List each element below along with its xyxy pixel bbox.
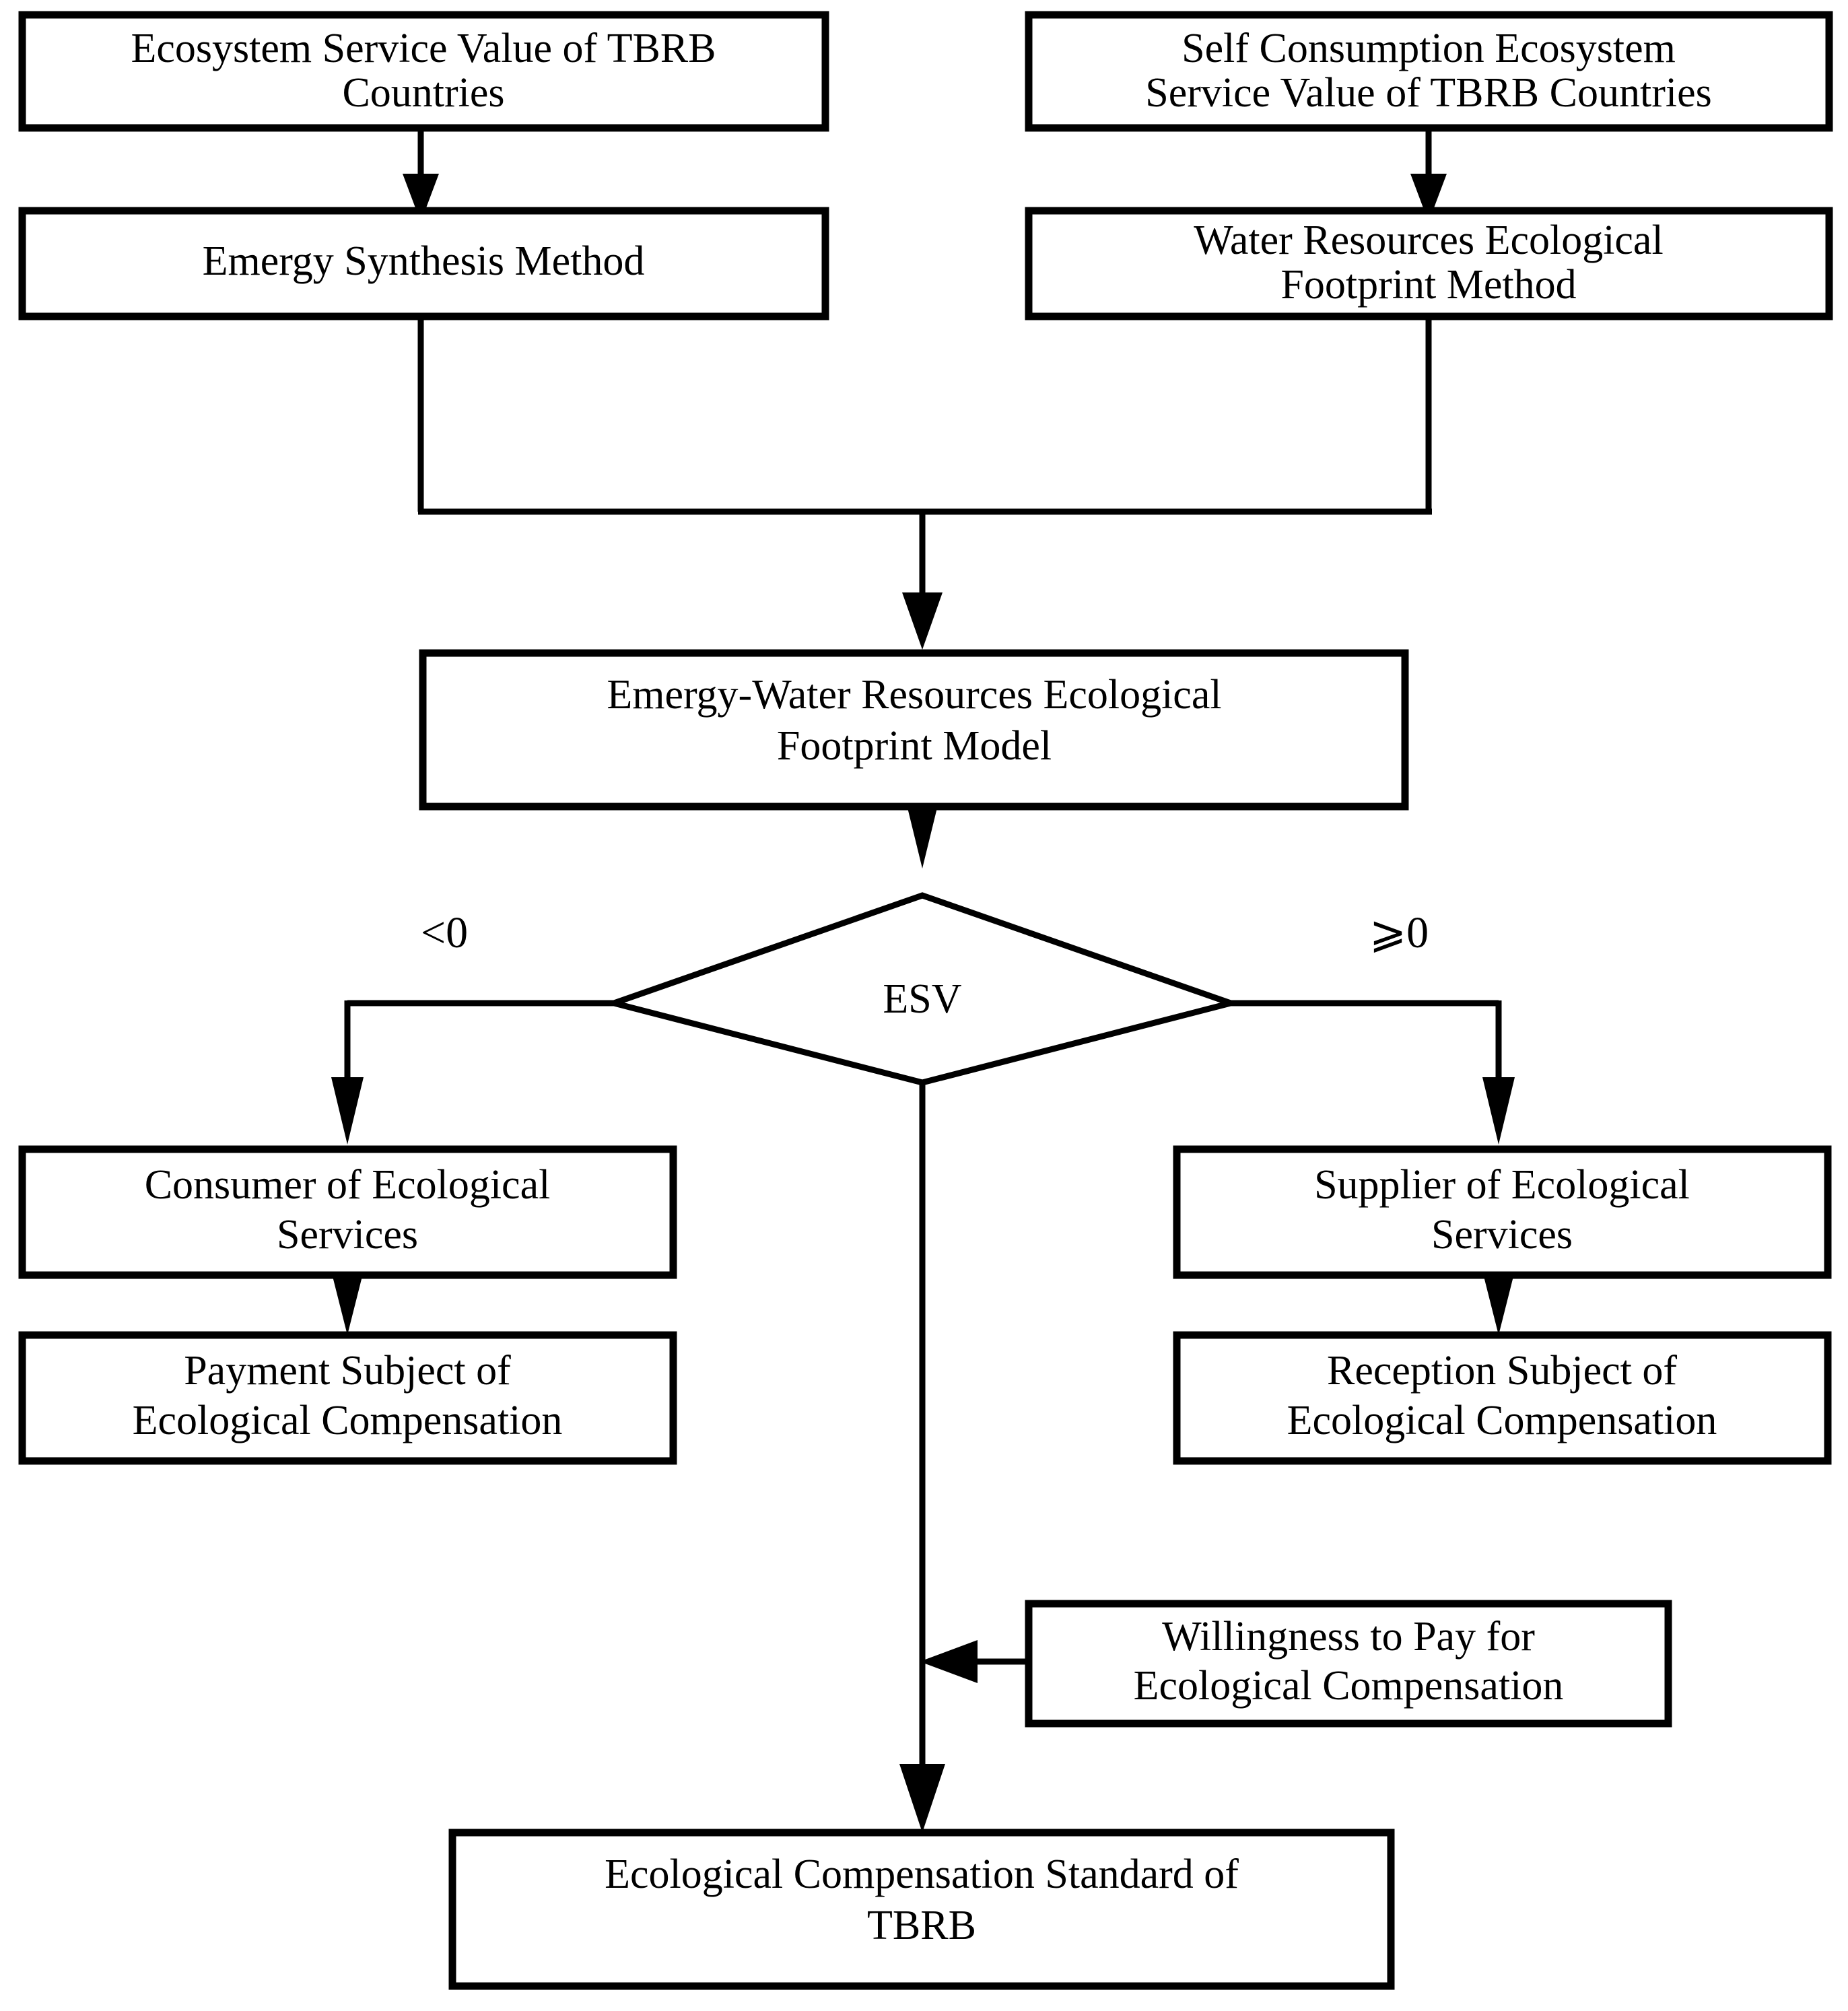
node-label-line: Emergy-Water Resources Ecological — [607, 672, 1221, 718]
node-label-line: Service Value of TBRB Countries — [1145, 70, 1712, 116]
connector-supplier-to-reception — [1482, 1271, 1515, 1335]
node-label-line: Footprint Model — [777, 723, 1052, 769]
node-label-line: Ecosystem Service Value of TBRB — [131, 26, 716, 71]
node-emergy-synthesis-method[interactable]: Emergy Synthesis Method — [18, 207, 829, 320]
connector-model-to-decision — [908, 807, 937, 868]
node-ecological-compensation-standard[interactable]: Ecological Compensation Standard of TBRB — [448, 1829, 1395, 1990]
connector-esv-to-emergy — [403, 128, 439, 222]
connector-consumer-to-payment — [331, 1271, 364, 1335]
node-label-line: Ecological Compensation — [133, 1398, 563, 1443]
node-label-line: Consumer of Ecological — [145, 1162, 551, 1208]
node-label-line: Countries — [342, 70, 504, 116]
node-emergy-water-footprint-model[interactable]: Emergy-Water Resources Ecological Footpr… — [419, 649, 1409, 811]
connector-decision-right-to-supplier — [1231, 1000, 1515, 1145]
node-willingness-to-pay[interactable]: Willingness to Pay for Ecological Compen… — [1025, 1600, 1672, 1728]
node-label-line: Payment Subject of — [184, 1348, 511, 1394]
node-label-line: Ecological Compensation Standard of — [605, 1851, 1239, 1897]
node-label-line: Ecological Compensation — [1287, 1398, 1717, 1443]
connector-willingness-to-spine — [920, 1640, 1030, 1683]
node-label-line: Services — [277, 1212, 418, 1258]
node-reception-subject[interactable]: Reception Subject of Ecological Compensa… — [1173, 1331, 1832, 1465]
connector-selfconsumption-to-waterfootprint — [1410, 128, 1447, 222]
node-label-line: Ecological Compensation — [1134, 1663, 1564, 1709]
connector-spine-to-standard — [899, 1083, 945, 1833]
node-supplier-of-ecological-services[interactable]: Supplier of Ecological Services — [1173, 1145, 1832, 1279]
branch-label-non-negative: ⩾0 — [1369, 908, 1429, 957]
node-label-line: Reception Subject of — [1327, 1348, 1677, 1394]
node-label-line: Emergy Synthesis Method — [203, 238, 645, 284]
node-label-line: Water Resources Ecological — [1194, 217, 1663, 263]
node-label-line: Self Consumption Ecosystem — [1182, 26, 1676, 71]
node-payment-subject[interactable]: Payment Subject of Ecological Compensati… — [18, 1331, 677, 1465]
node-self-consumption-esv[interactable]: Self Consumption Ecosystem Service Value… — [1025, 11, 1833, 132]
node-water-resources-footprint-method[interactable]: Water Resources Ecological Footprint Met… — [1025, 207, 1833, 320]
node-decision-esv[interactable]: ESV — [603, 892, 1241, 1086]
connector-merge-to-model — [417, 316, 1432, 650]
node-consumer-of-ecological-services[interactable]: Consumer of Ecological Services — [18, 1145, 677, 1279]
node-ecosystem-service-value[interactable]: Ecosystem Service Value of TBRB Countrie… — [18, 11, 829, 132]
node-label-line: Willingness to Pay for — [1162, 1614, 1535, 1660]
branch-label-negative: <0 — [421, 908, 468, 957]
node-label-line: TBRB — [867, 1903, 976, 1948]
decision-label: ESV — [883, 976, 961, 1022]
node-label-line: Services — [1431, 1212, 1573, 1258]
connector-decision-left-to-consumer — [331, 1000, 614, 1145]
node-label-line: Footprint Method — [1280, 262, 1576, 308]
node-label-line: Supplier of Ecological — [1314, 1162, 1690, 1208]
